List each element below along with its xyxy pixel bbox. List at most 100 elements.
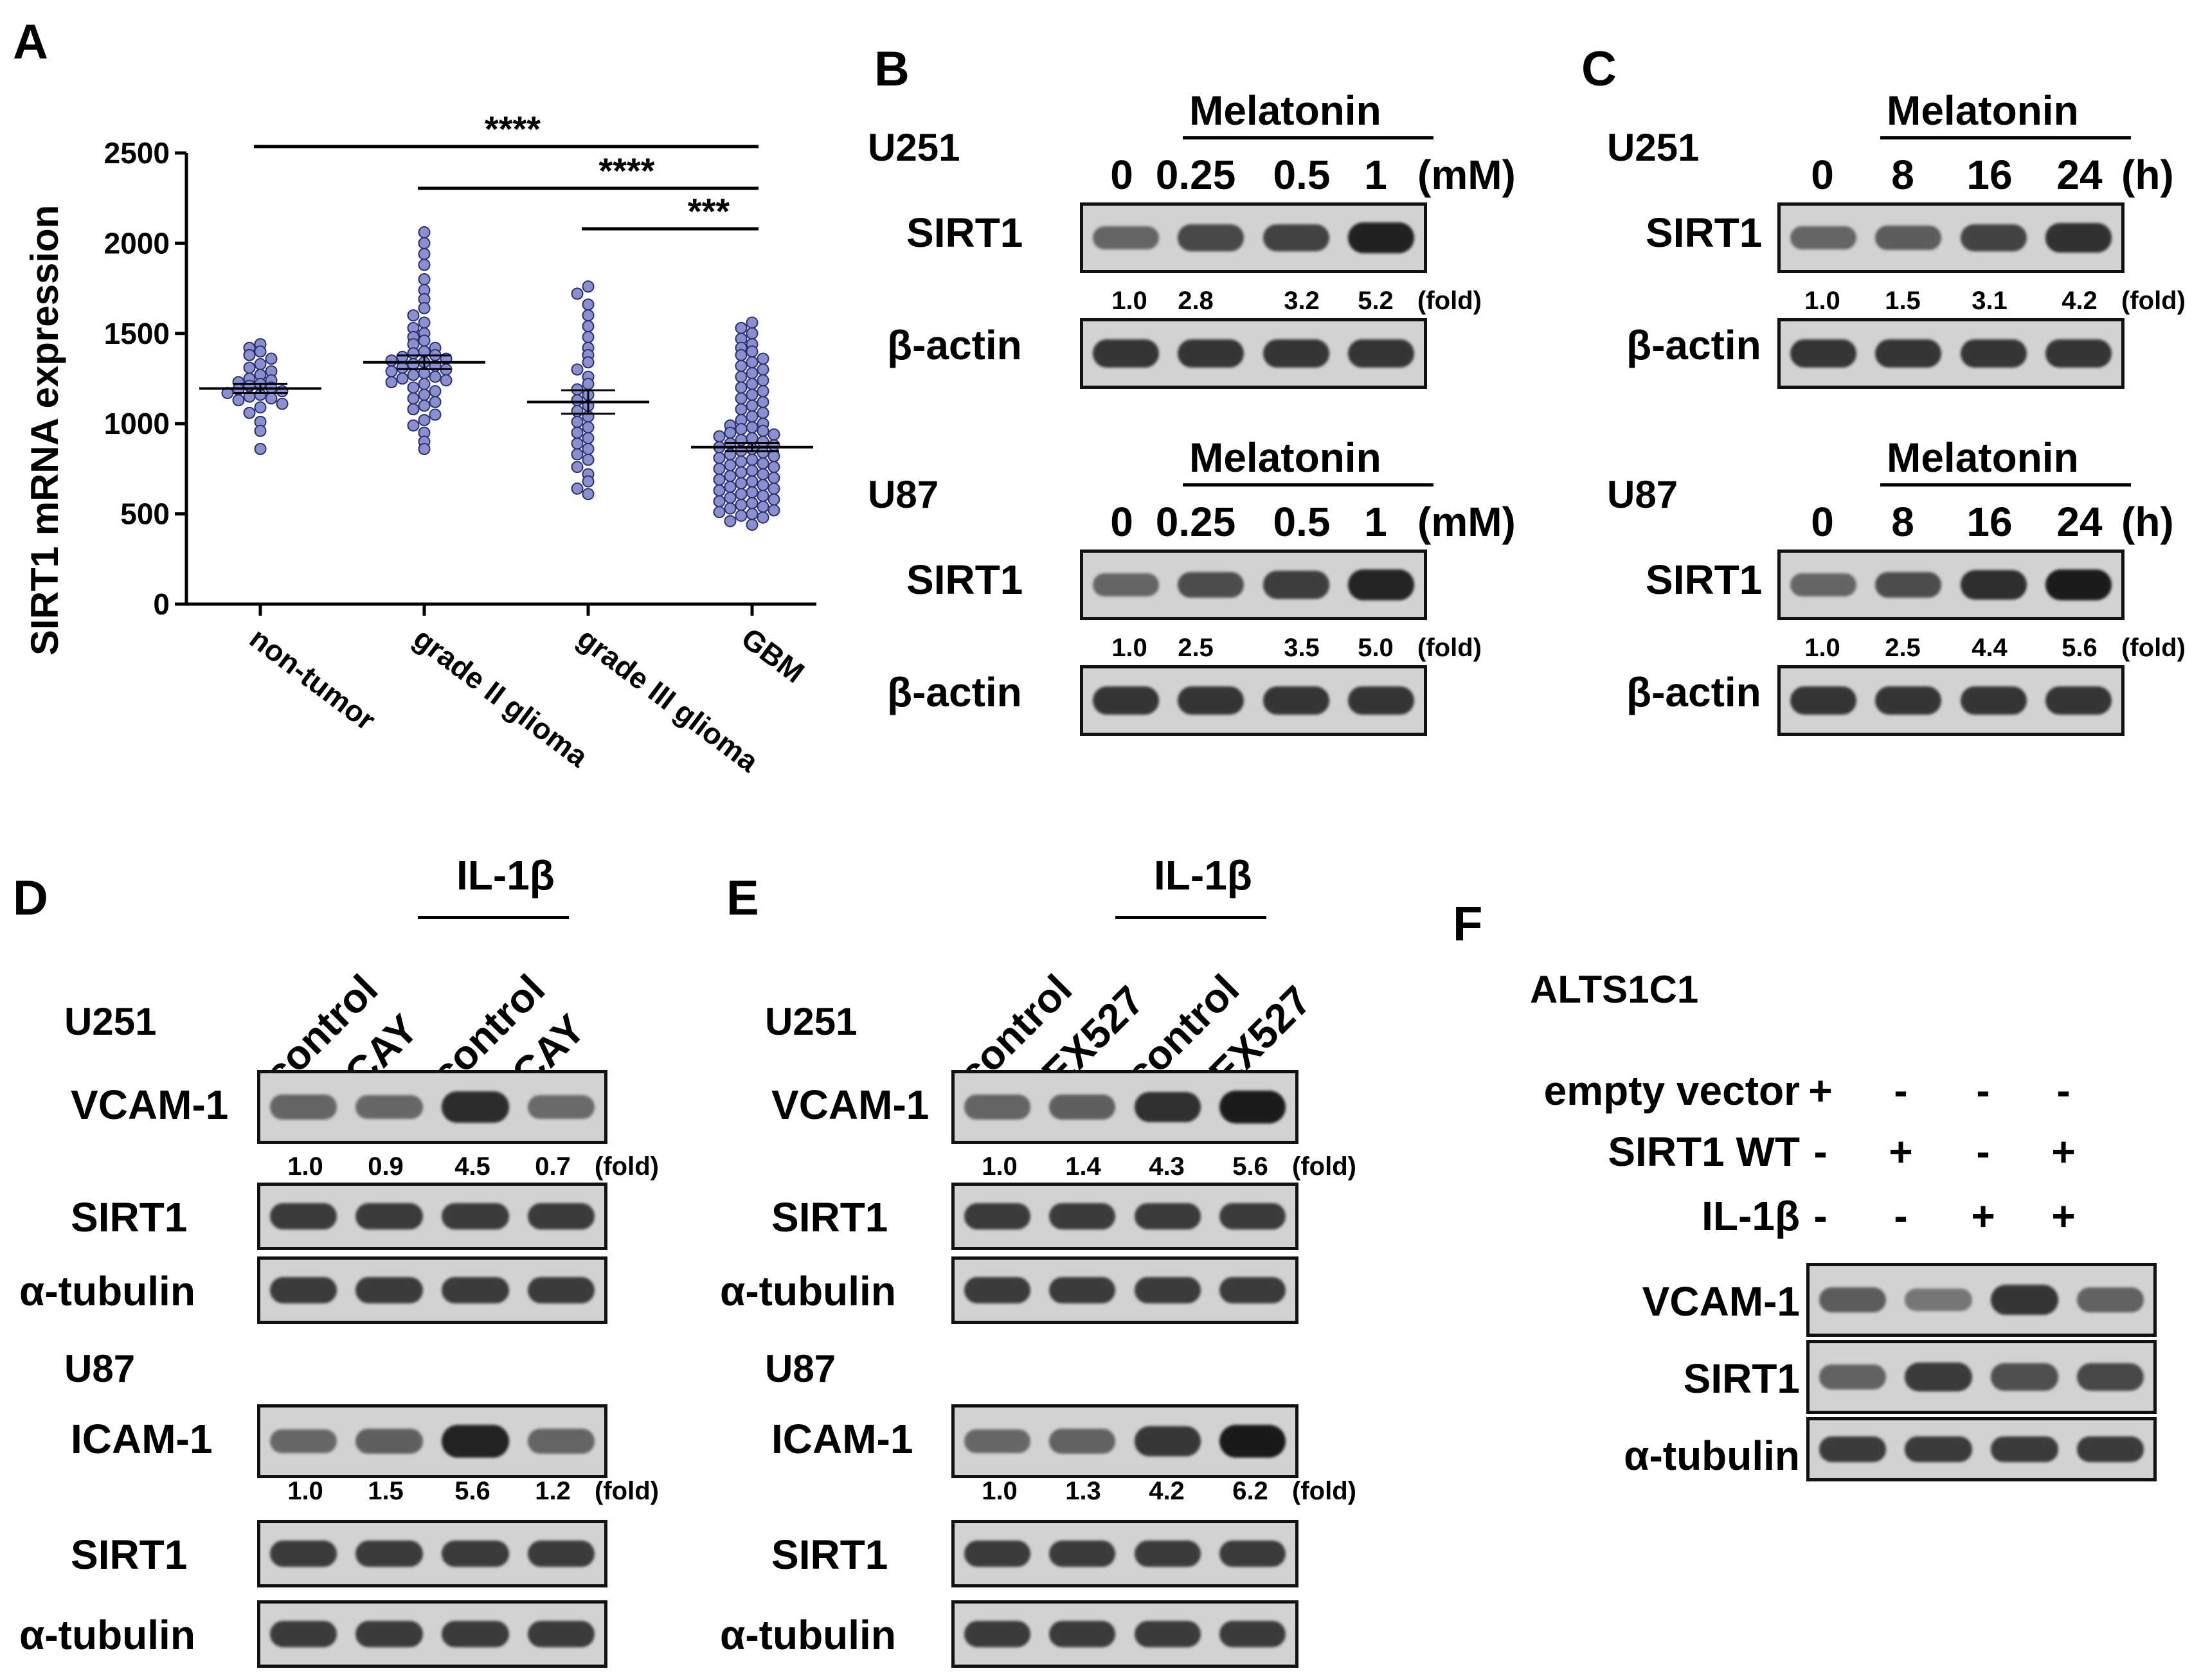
band-label: SIRT1 (771, 1532, 888, 1578)
cell-line-label: U251 (868, 126, 960, 169)
data-point (724, 491, 737, 504)
band-lane-2 (355, 1095, 423, 1120)
data-point (418, 226, 431, 239)
data-point (407, 381, 420, 394)
blot-row (951, 1600, 1298, 1668)
lane-label: 0.25 (1155, 152, 1236, 198)
data-point (571, 394, 584, 407)
lane-label: 0 (1110, 152, 1133, 198)
y-tick-label: 1500 (104, 317, 170, 350)
band-lane-2 (355, 1620, 423, 1648)
fold-value: 0.7 (535, 1152, 571, 1181)
data-point (735, 370, 748, 383)
lane-label: 1 (1364, 152, 1387, 198)
treatment-bar (1880, 136, 2131, 139)
data-point (757, 511, 769, 524)
data-point (735, 477, 748, 490)
band-lane-2 (355, 1276, 423, 1304)
data-point (407, 403, 420, 416)
band-lane-1 (269, 1095, 337, 1120)
data-point (724, 502, 737, 515)
band-lane-2 (1905, 1436, 1972, 1462)
blot-row (1806, 1263, 2157, 1337)
data-point (582, 443, 595, 456)
band-lane-4 (2076, 1363, 2144, 1391)
fold-value: 4.5 (454, 1152, 490, 1181)
data-point (582, 356, 595, 369)
data-point (582, 377, 595, 390)
fold-value: 1.3 (1065, 1477, 1101, 1505)
data-point (746, 432, 759, 445)
band-label: α-tubulin (1624, 1433, 1800, 1479)
data-point (385, 354, 398, 367)
lane-label: 24 (2056, 499, 2103, 545)
data-point (232, 394, 245, 407)
band-label: SIRT1 (1683, 1355, 1800, 1402)
band-lane-1 (269, 1540, 337, 1568)
data-point (254, 443, 267, 456)
band-lane-4 (1219, 1276, 1286, 1304)
fold-value: 5.2 (1358, 287, 1394, 315)
unit-label: (mM) (1417, 499, 1516, 545)
data-point (735, 488, 748, 501)
lane-label: 8 (1891, 152, 1914, 198)
data-point (396, 350, 409, 363)
fold-value: 1.5 (368, 1477, 404, 1505)
data-point (571, 482, 584, 495)
panel-label-b: B (874, 42, 910, 96)
band-lane-3 (1960, 224, 2027, 251)
band-label: SIRT1 (71, 1194, 188, 1240)
data-point (735, 423, 748, 436)
band-lane-3 (1134, 1202, 1201, 1230)
data-point (746, 316, 759, 329)
band-lane-2 (1875, 571, 1942, 598)
unit-label: (mM) (1417, 152, 1516, 198)
band-lane-1 (1092, 226, 1159, 250)
blot-row (257, 1256, 607, 1324)
band-lane-2 (1178, 571, 1244, 598)
data-point (713, 462, 726, 475)
fold-value: 0.9 (368, 1152, 404, 1181)
data-point (429, 385, 442, 398)
blot-target (1777, 202, 2125, 273)
data-point (582, 330, 595, 343)
band-lane-3 (1991, 1436, 2058, 1462)
fold-value: 2.5 (1178, 634, 1214, 662)
fold-value: 1.2 (535, 1477, 571, 1505)
band-lane-4 (527, 1620, 595, 1648)
band-label-loading: β-actin (887, 669, 1022, 715)
y-tick-label: 500 (120, 497, 170, 531)
band-label: α-tubulin (19, 1612, 195, 1658)
fold-unit: (fold) (2121, 634, 2186, 662)
band-lane-2 (1875, 339, 1942, 368)
blot-row (257, 1600, 607, 1668)
data-point (265, 352, 278, 365)
condition-mark: - (1976, 1129, 1990, 1175)
band-lane-1 (1092, 339, 1159, 368)
data-point (757, 457, 769, 470)
band-lane-2 (1049, 1620, 1116, 1648)
data-point (746, 367, 759, 380)
significance-label: **** (598, 150, 654, 191)
blot-row (951, 1070, 1298, 1144)
band-label: ICAM-1 (771, 1416, 913, 1462)
blot-loading (1080, 318, 1427, 389)
data-point (407, 419, 420, 432)
band-label: α-tubulin (720, 1268, 896, 1314)
band-lane-3 (1134, 1426, 1201, 1456)
data-point (768, 450, 780, 463)
band-label: α-tubulin (19, 1268, 195, 1314)
cell-line-label: U251 (765, 1000, 858, 1043)
data-point (746, 327, 759, 340)
data-point (735, 392, 748, 405)
fold-value: 1.0 (1804, 287, 1840, 315)
band-lane-2 (1875, 226, 1942, 250)
band-lane-3 (442, 1091, 509, 1123)
band-lane-3 (1960, 686, 2027, 715)
data-point (571, 426, 584, 439)
data-point (768, 428, 780, 441)
band-lane-1 (269, 1429, 337, 1454)
condition-mark: - (1894, 1193, 1908, 1239)
band-lane-1 (964, 1202, 1030, 1230)
data-point (582, 320, 595, 333)
